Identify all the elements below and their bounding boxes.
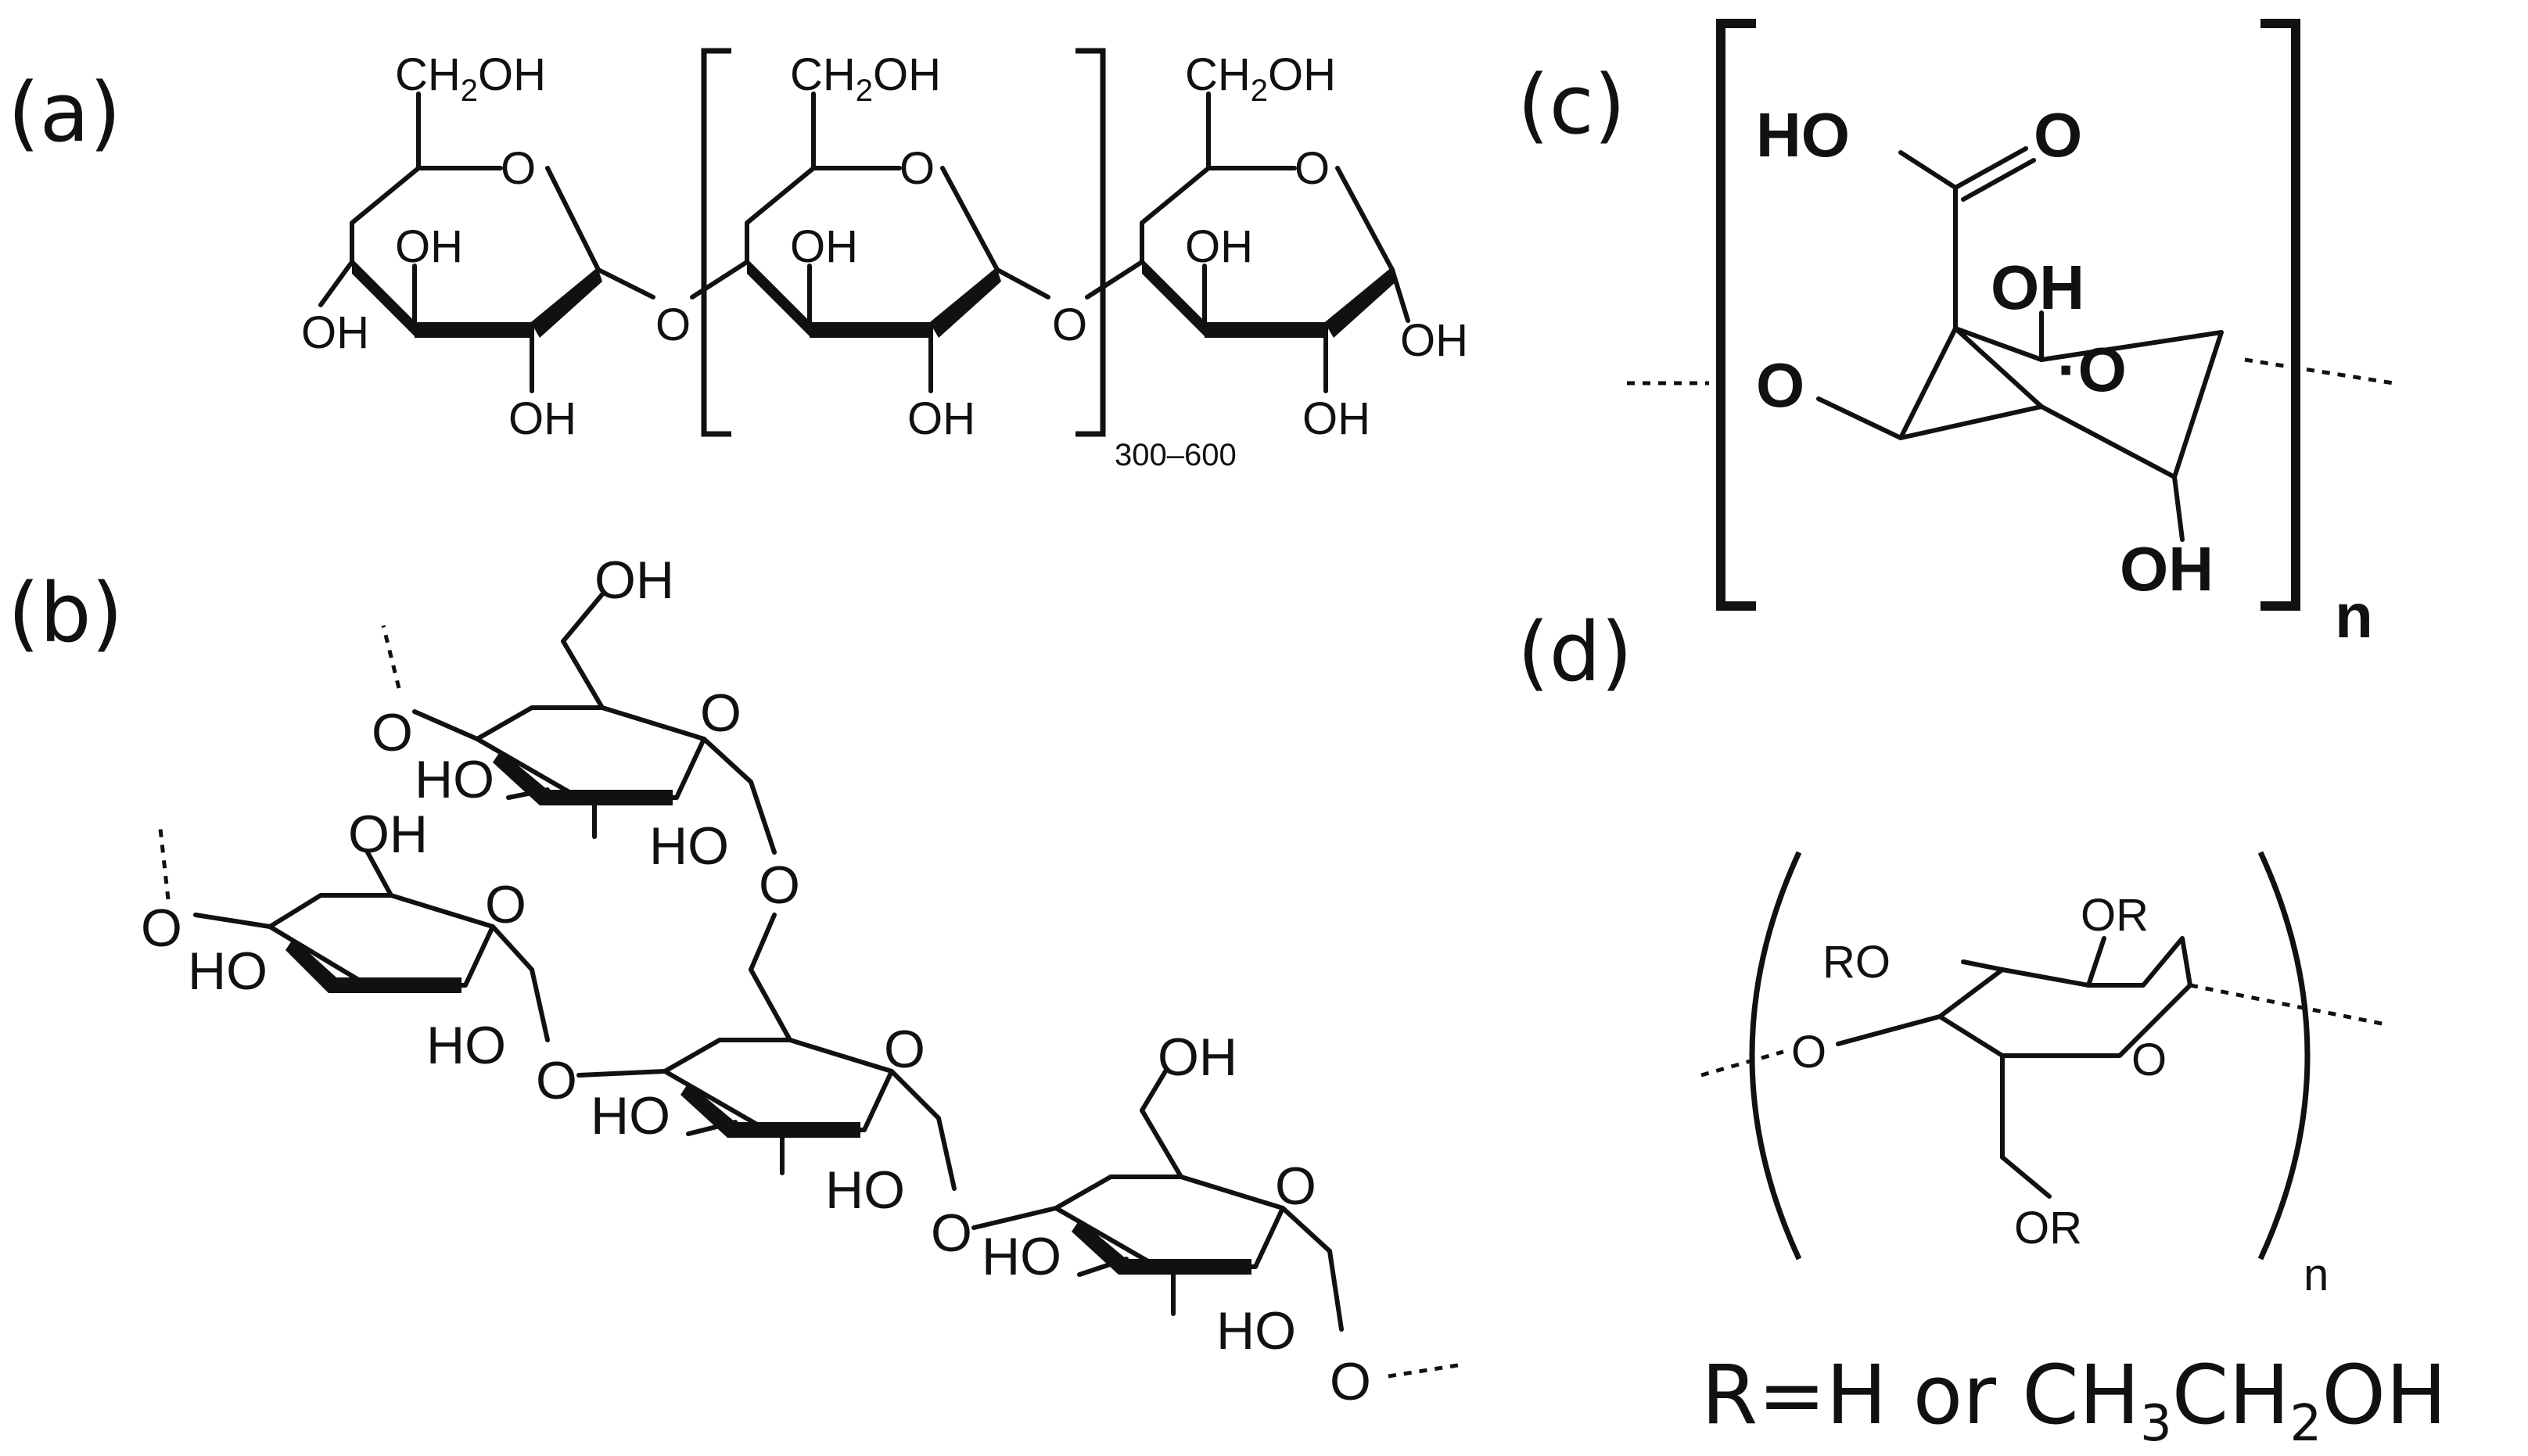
panel-a-oh-1c: OH [508, 393, 576, 444]
panel-d-r-definition: R=H or CH3CH2OH [1701, 1347, 2447, 1453]
panel-b-ring-4 [971, 1069, 1463, 1379]
panel-b-ho-2b: HO [426, 1016, 506, 1075]
panel-a-bracket-left [701, 48, 731, 437]
panel-c-label: (c) [1517, 57, 1625, 152]
panel-a-oh-3c: OH [1400, 315, 1468, 366]
panel-b-ring-2 [158, 828, 550, 1042]
panel-d-ring-o: O [2131, 1035, 2167, 1085]
panel-d-repeat-n: n [2304, 1250, 2329, 1300]
panel-b-ho-2a: HO [188, 941, 268, 1001]
panel-b-ring-o-1: O [700, 683, 742, 743]
panel-a-bracket-right [1075, 48, 1106, 437]
panel-a-oh-1a: OH [395, 221, 463, 272]
panel-b-oh-2a: OH [348, 805, 428, 864]
panel-a: (a) CH2OH O OH OH OH O 300–600 [8, 48, 1468, 472]
panel-b-ring-1 [381, 592, 777, 855]
panel-b-link-o-2: O [759, 855, 800, 915]
panel-c-repeat-n: n [2335, 581, 2373, 651]
panel-c-ho: HO [1756, 100, 1850, 170]
panel-a-link-o-1: O [655, 299, 691, 350]
panel-b-link-o-5: O [931, 1203, 972, 1263]
panel-a-repeat-count: 300–600 [1115, 438, 1237, 472]
panel-b-ho-1b: HO [649, 816, 729, 876]
panel-c-ring [1627, 146, 2394, 542]
panel-c-bracket-left [1716, 19, 1756, 611]
panel-c-carbonyl-o: O [2034, 100, 2082, 170]
panel-b: (b) OH O O HO HO O [8, 550, 1463, 1411]
panel-a-ring-1 [318, 91, 655, 393]
panel-b-oh-1a: OH [594, 550, 674, 610]
panel-d-or-2: OR [2014, 1203, 2082, 1253]
panel-c-ring-o: ·O [2057, 335, 2127, 404]
panel-b-ring-o-2: O [485, 875, 526, 934]
panel-b-ring-o-3: O [884, 1020, 925, 1079]
panel-b-link-o-1: O [372, 703, 413, 762]
panel-b-ring-3 [576, 913, 957, 1191]
panel-a-oh-2a: OH [790, 221, 858, 272]
panel-b-link-o-4: O [536, 1051, 577, 1110]
panel-d-or-1: OR [2081, 890, 2149, 941]
panel-b-oh-4a: OH [1158, 1027, 1237, 1087]
panel-a-link-o-2: O [1052, 299, 1087, 350]
panel-a-oh-3b: OH [1302, 393, 1370, 444]
panel-d-paren-left [1749, 851, 1802, 1261]
panel-a-ring-o-2: O [900, 143, 935, 194]
panel-d-ring [1700, 936, 2386, 1199]
panel-b-ring-o-4: O [1275, 1157, 1316, 1216]
panel-c-oh-1: OH [1991, 253, 2085, 322]
panel-a-ring-3 [1085, 91, 1410, 393]
panel-d-ro: RO [1822, 937, 1891, 988]
panel-a-oh-3a: OH [1185, 221, 1253, 272]
panel-b-link-o-3: O [141, 898, 182, 958]
panel-a-ch2oh-2: CH2OH [790, 49, 941, 108]
panel-b-label: (b) [8, 565, 123, 661]
panel-c-oh-2: OH [2120, 534, 2214, 604]
panel-d-paren-right [2257, 851, 2311, 1261]
panel-a-ch2oh-1: CH2OH [395, 49, 546, 108]
panel-a-oh-1b: OH [301, 307, 369, 358]
panel-b-ho-3b: HO [825, 1160, 905, 1220]
panel-a-ring-2 [690, 91, 1050, 393]
panel-a-label: (a) [8, 65, 121, 160]
panel-a-ring-o-1: O [501, 143, 536, 194]
panel-c-link-o: O [1756, 350, 1804, 420]
panel-b-ho-4b: HO [1216, 1301, 1296, 1361]
panel-a-oh-2b: OH [907, 393, 975, 444]
panel-a-ring-o-3: O [1295, 143, 1330, 194]
panel-d: (d) n RO OR O O OR R=H or CH3CH2OH [1517, 604, 2447, 1453]
panel-d-label: (d) [1517, 604, 1632, 700]
panel-b-ho-1a: HO [415, 750, 494, 809]
panel-b-ho-3a: HO [591, 1086, 670, 1146]
panel-c: (c) n HO O OH ·O O OH [1517, 19, 2394, 651]
panel-d-link-o: O [1791, 1027, 1826, 1078]
panel-b-ho-4a: HO [982, 1227, 1061, 1286]
panel-b-link-o-6: O [1330, 1352, 1371, 1411]
panel-a-ch2oh-3: CH2OH [1185, 49, 1336, 108]
panel-c-bracket-right [2260, 19, 2300, 611]
